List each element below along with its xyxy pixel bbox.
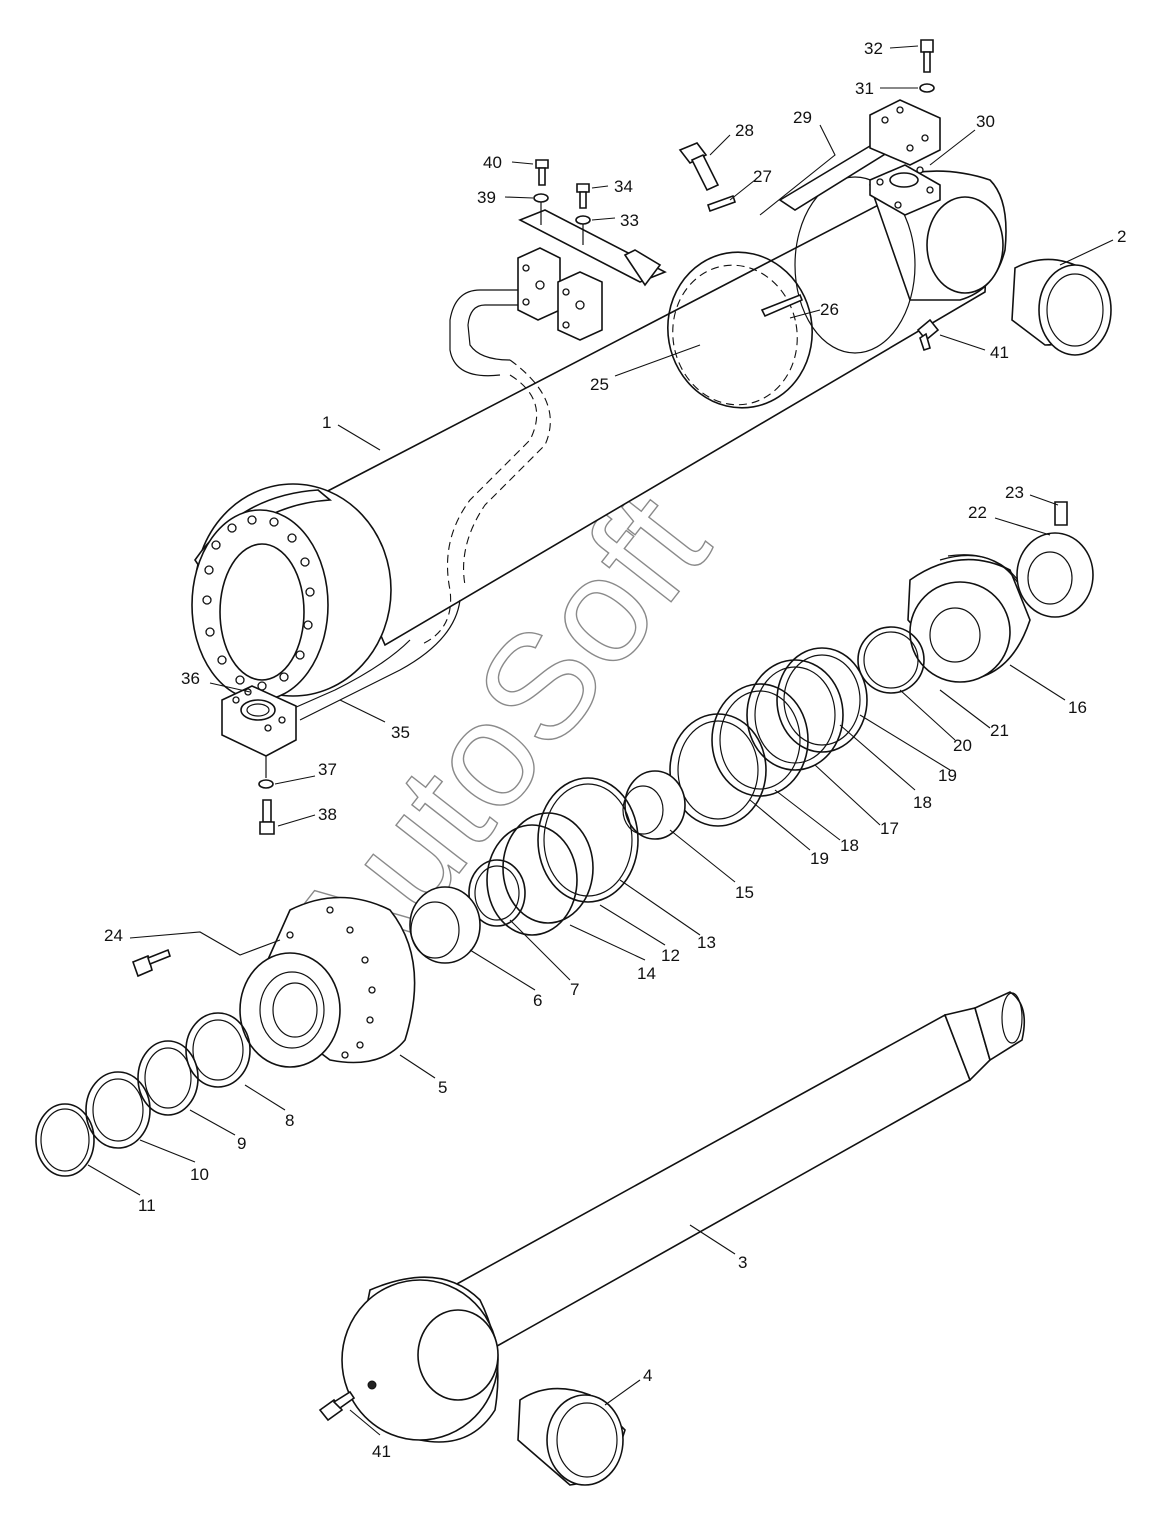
callout-34: 34 [614, 177, 633, 196]
callout-6: 6 [533, 991, 542, 1010]
cylinder-tube [191, 164, 1007, 701]
callout-37: 37 [318, 760, 337, 779]
pin-27 [706, 194, 737, 213]
callout-41-upper: 41 [990, 343, 1009, 362]
grease-fitting-41-upper [916, 318, 940, 352]
callout-38: 38 [318, 805, 337, 824]
piston-rod-3 [453, 991, 1026, 1352]
bolts-33-34-39-40 [533, 159, 591, 245]
flange-bolt-holes [202, 515, 315, 691]
rod-seals [35, 1012, 251, 1177]
rod-eye [341, 1276, 499, 1443]
callout-5: 5 [438, 1078, 447, 1097]
bushing-2 [1011, 258, 1112, 356]
callout-24: 24 [104, 926, 123, 945]
bolt-24 [131, 948, 171, 978]
callout-18-upper: 18 [913, 793, 932, 812]
piston-16 [907, 554, 1031, 683]
bushing-6 [409, 886, 481, 964]
callout-19-lower: 19 [810, 849, 829, 868]
grease-fitting-41-lower [318, 1390, 356, 1422]
callout-35: 35 [391, 723, 410, 742]
callout-27: 27 [753, 167, 772, 186]
callout-32: 32 [864, 39, 883, 58]
callout-21: 21 [990, 721, 1009, 740]
callout-25: 25 [590, 375, 609, 394]
callout-9: 9 [237, 1134, 246, 1153]
pipe-35 [284, 289, 551, 721]
callout-14: 14 [637, 964, 656, 983]
callout-40: 40 [483, 153, 502, 172]
callout-12: 12 [661, 946, 680, 965]
callout-15: 15 [735, 883, 754, 902]
callout-26: 26 [820, 300, 839, 319]
callout-2: 2 [1117, 227, 1126, 246]
ring-7 [468, 859, 526, 927]
leader-lines [87, 45, 1114, 1436]
callout-39: 39 [477, 188, 496, 207]
bushing-15 [622, 770, 686, 840]
callout-4: 4 [643, 1366, 652, 1385]
callout-10: 10 [190, 1165, 209, 1184]
callout-8: 8 [285, 1111, 294, 1130]
callout-11: 11 [138, 1196, 156, 1215]
callout-41-lower: 41 [372, 1442, 391, 1461]
head-seal-rings [486, 777, 639, 936]
callout-13: 13 [697, 933, 716, 952]
callout-23: 23 [1005, 483, 1024, 502]
callout-17: 17 [880, 819, 899, 838]
callout-7: 7 [570, 980, 579, 999]
callout-16: 16 [1068, 698, 1087, 717]
set-screw-23 [1054, 501, 1068, 526]
callout-33: 33 [620, 211, 639, 230]
callout-22: 22 [968, 503, 987, 522]
callout-20: 20 [953, 736, 972, 755]
cylinder-head-5 [239, 896, 416, 1068]
pipe-clamp-blocks [517, 209, 667, 341]
callout-36: 36 [181, 669, 200, 688]
callout-31: 31 [855, 79, 874, 98]
piston-seal-rings [669, 626, 925, 827]
nut-22 [1016, 532, 1094, 618]
callout-1: 1 [322, 413, 331, 432]
band-clamp-26 [667, 251, 813, 409]
callout-18-lower: 18 [840, 836, 859, 855]
callout-28: 28 [735, 121, 754, 140]
flange-block-36 [221, 685, 297, 835]
callout-labels: 1 2 3 4 5 6 7 8 9 10 11 12 13 14 15 16 1… [104, 39, 1126, 1461]
callout-29: 29 [793, 108, 812, 127]
bushing-4 [517, 1387, 626, 1486]
callout-30: 30 [976, 112, 995, 131]
flange-block-31 [869, 39, 941, 166]
callout-3: 3 [738, 1253, 747, 1272]
callout-19-upper: 19 [938, 766, 957, 785]
bolt-28 [678, 142, 720, 192]
